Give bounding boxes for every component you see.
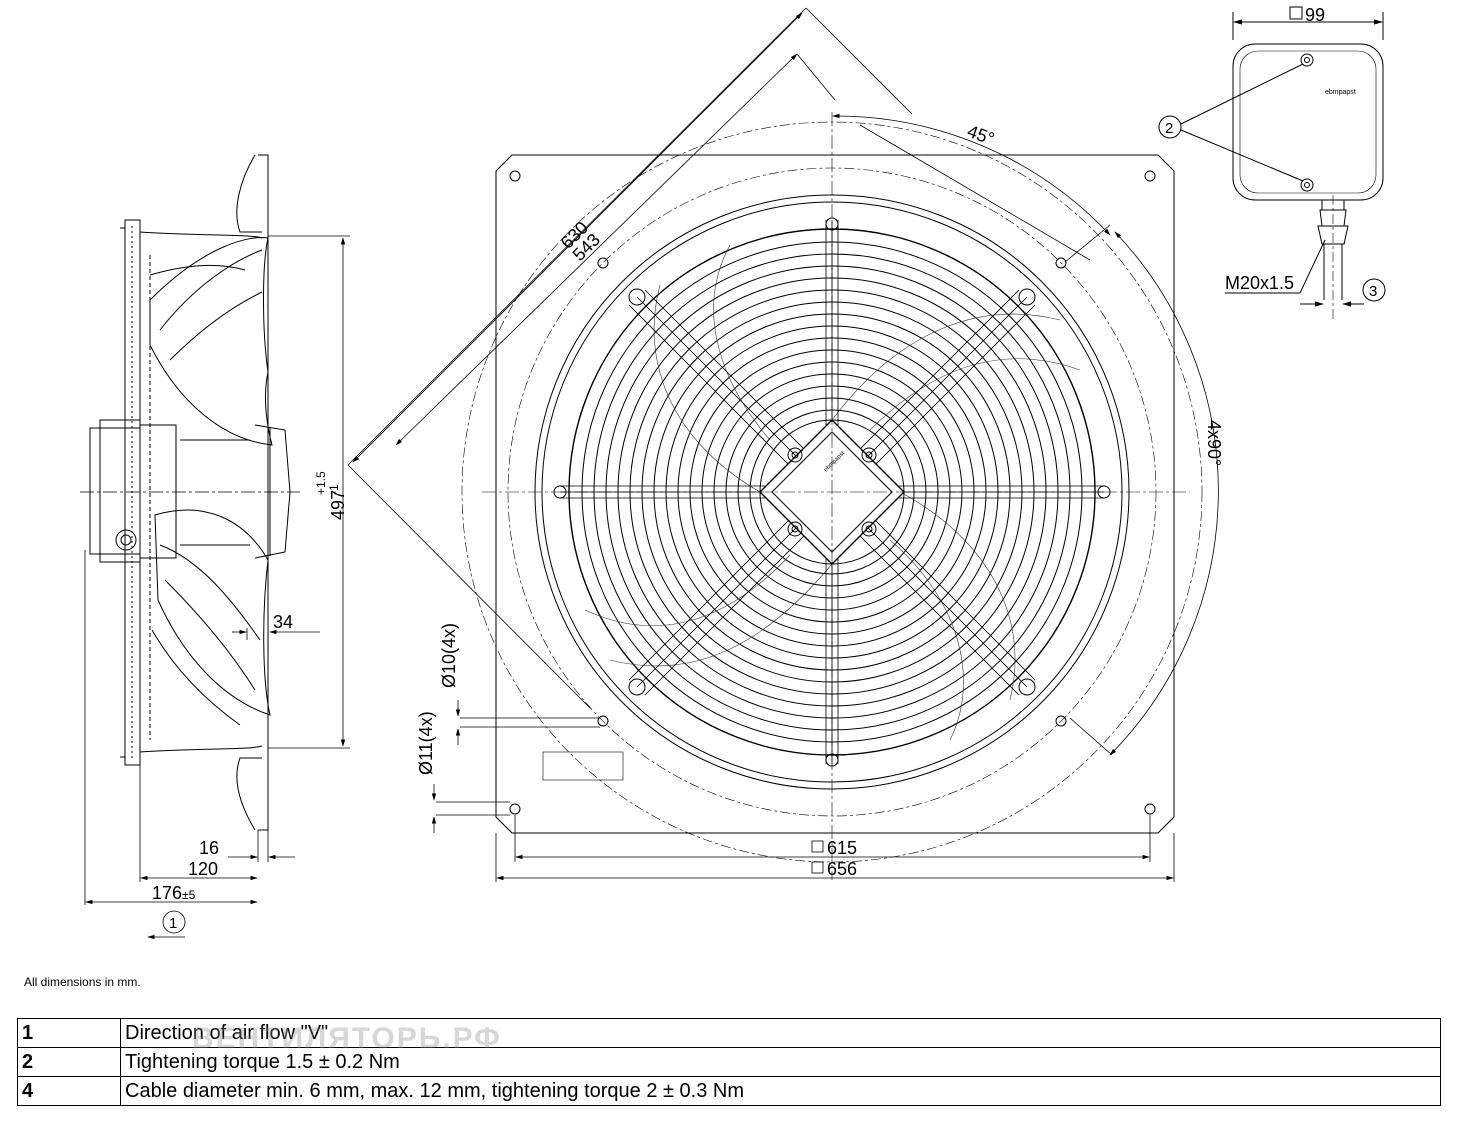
dim-tol-plus: +1.5 bbox=[314, 471, 328, 495]
legend-text: Direction of air flow "V" bbox=[120, 1018, 1441, 1048]
legend-num: 4 bbox=[17, 1076, 121, 1106]
callout-2: 2 bbox=[1165, 120, 1173, 137]
dim-99: 99 bbox=[1305, 5, 1325, 25]
dim-hole-10: Ø10(4x) bbox=[439, 623, 459, 688]
legend-text: Tightening torque 1.5 ± 0.2 Nm bbox=[120, 1047, 1441, 1077]
front-view-dimensions bbox=[347, 7, 1219, 882]
dim-497: 497 bbox=[328, 490, 348, 520]
dim-tol-minus: -1 bbox=[327, 484, 341, 495]
legend-num: 2 bbox=[17, 1047, 121, 1077]
dim-hole-11: Ø11(4x) bbox=[416, 711, 436, 775]
dim-4x90-deg: 4x90° bbox=[1204, 420, 1224, 466]
dim-34: 34 bbox=[273, 612, 293, 632]
legend-row: 2 Tightening torque 1.5 ± 0.2 Nm bbox=[17, 1047, 1441, 1077]
dim-120: 120 bbox=[188, 859, 218, 879]
legend-table: 1 Direction of air flow "V" 2 Tightening… bbox=[17, 1018, 1441, 1106]
dim-615: 615 bbox=[827, 838, 857, 858]
units-note: All dimensions in mm. bbox=[24, 975, 141, 989]
callout-3: 3 bbox=[1369, 283, 1377, 300]
dim-656: 656 bbox=[827, 859, 857, 879]
side-view bbox=[80, 154, 300, 831]
dim-16: 16 bbox=[199, 838, 219, 858]
legend-text: Cable diameter min. 6 mm, max. 12 mm, ti… bbox=[120, 1076, 1441, 1106]
legend-row: 4 Cable diameter min. 6 mm, max. 12 mm, … bbox=[17, 1076, 1441, 1106]
callout-1: 1 bbox=[169, 915, 177, 932]
terminal-box-labels: 99 ebmpapst 2 M20x1.5 3 bbox=[1165, 5, 1377, 300]
side-view-labels: 497 +1.5 -1 34 16 120 176±5 1 bbox=[152, 471, 348, 932]
side-view-dimensions bbox=[84, 235, 350, 940]
thread-m20: M20x1.5 bbox=[1225, 273, 1294, 293]
dim-45-deg: 45° bbox=[965, 121, 997, 149]
brand-label-box: ebmpapst bbox=[1325, 89, 1356, 96]
terminal-box-detail bbox=[1158, 6, 1386, 320]
legend-row: 1 Direction of air flow "V" bbox=[17, 1018, 1441, 1048]
legend-num: 1 bbox=[17, 1018, 121, 1048]
dim-176: 176±5 bbox=[152, 883, 196, 903]
technical-drawing: 497 +1.5 -1 34 16 120 176±5 1 bbox=[80, 5, 1386, 940]
